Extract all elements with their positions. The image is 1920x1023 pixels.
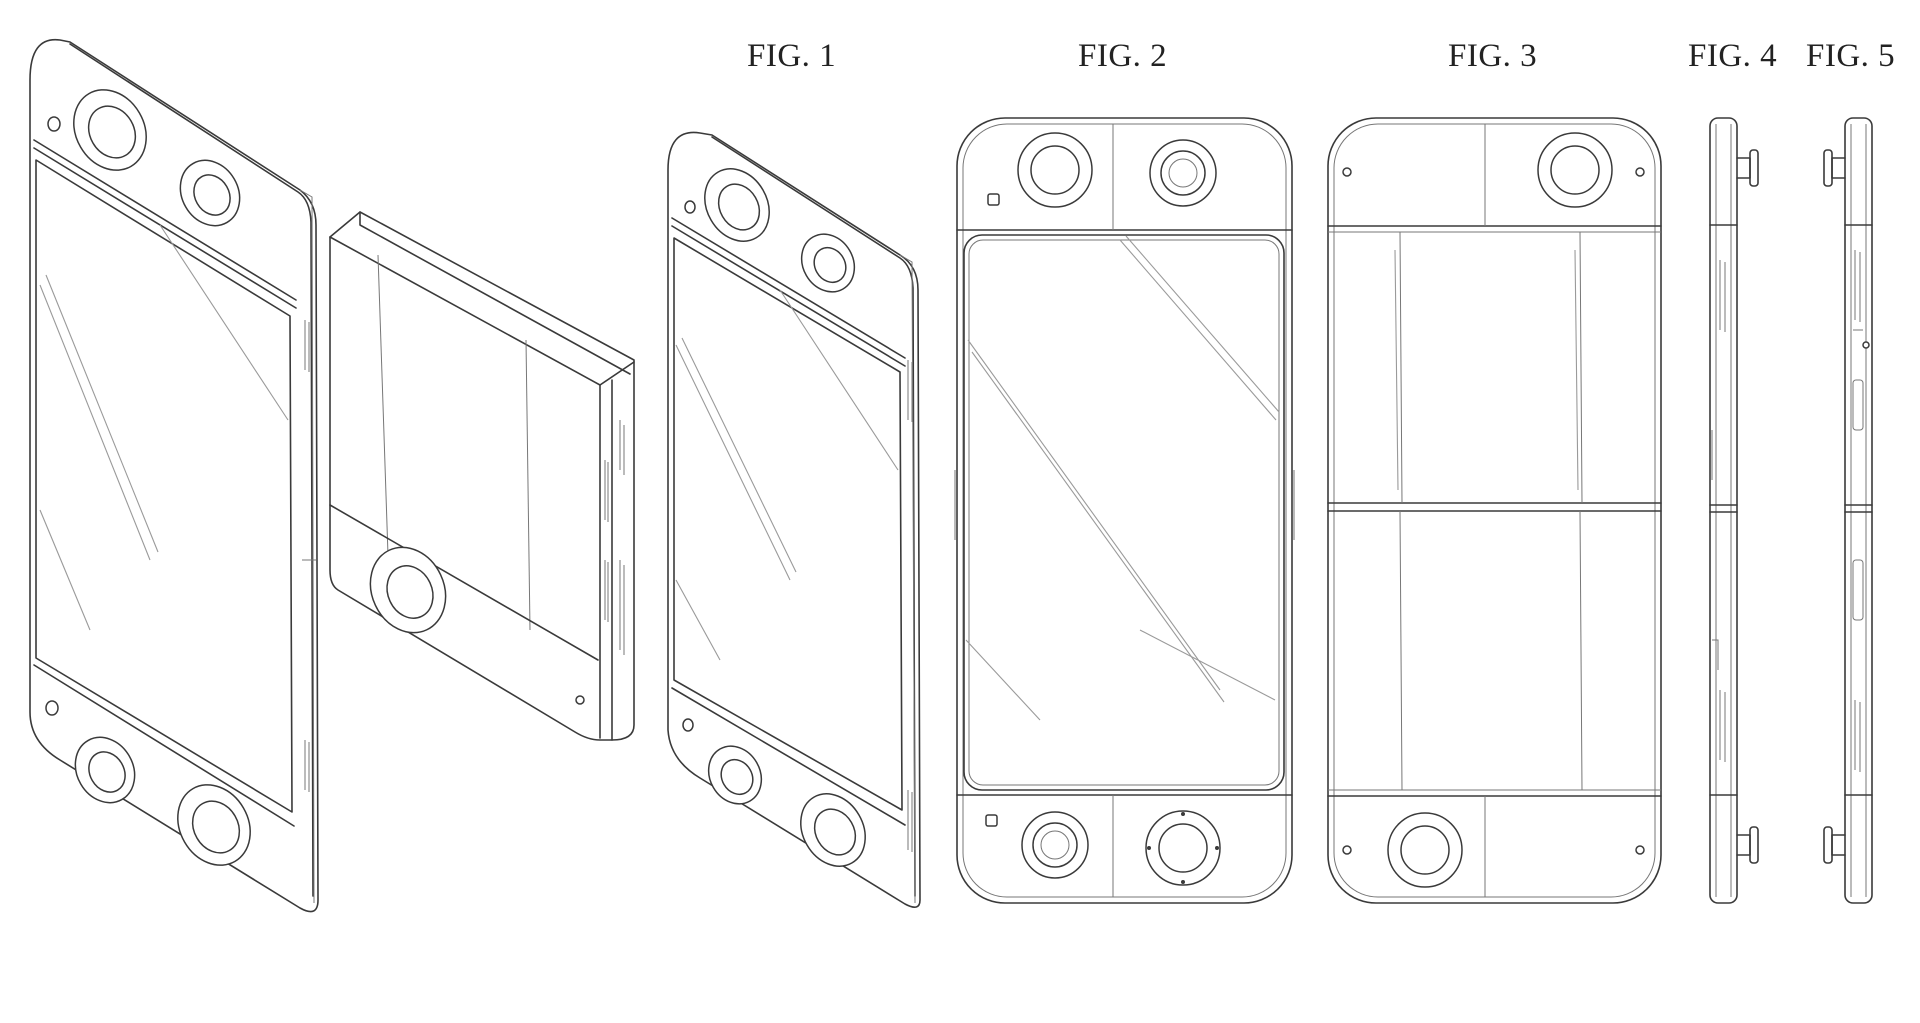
fig5-drawing xyxy=(1823,117,1873,904)
fig2-dpad-bottom xyxy=(1145,810,1221,886)
fig2-stick-bottom xyxy=(1021,811,1089,879)
fig5-stick-top xyxy=(1823,149,1846,187)
fig1-stick-top xyxy=(800,233,856,293)
fig3-label: FIG. 3 xyxy=(1448,38,1538,74)
fig5-label: FIG. 5 xyxy=(1806,38,1896,74)
fig2-dpad-top xyxy=(1017,132,1093,208)
overview-stick-bottom xyxy=(74,736,136,804)
fig5-stick-bottom xyxy=(1823,826,1846,864)
overview-stick-top xyxy=(179,159,241,227)
fig4-stick-top xyxy=(1736,149,1759,187)
overview-dpad-top xyxy=(73,89,147,171)
overview-folded-dpad xyxy=(369,546,447,634)
fig4-drawing xyxy=(1709,117,1759,904)
fig1-label: FIG. 1 xyxy=(747,38,837,74)
fig2-stick-top xyxy=(1149,139,1217,207)
fig3-drawing xyxy=(1327,117,1662,904)
fig1-drawing xyxy=(667,131,921,908)
fig2-drawing xyxy=(954,117,1295,904)
fig2-label: FIG. 2 xyxy=(1078,38,1168,74)
fig4-stick-bottom xyxy=(1736,826,1759,864)
overview-folded-device xyxy=(329,211,635,741)
overview-dpad-bottom xyxy=(177,784,251,866)
fig1-stick-bottom xyxy=(707,745,763,805)
fig3-dpad-top xyxy=(1537,132,1613,208)
overview-open-device xyxy=(29,38,319,913)
fig3-dpad-bottom xyxy=(1387,812,1463,888)
fig1-dpad-bottom xyxy=(800,793,866,867)
fig1-dpad-top xyxy=(704,168,770,242)
fig4-label: FIG. 4 xyxy=(1688,38,1778,74)
